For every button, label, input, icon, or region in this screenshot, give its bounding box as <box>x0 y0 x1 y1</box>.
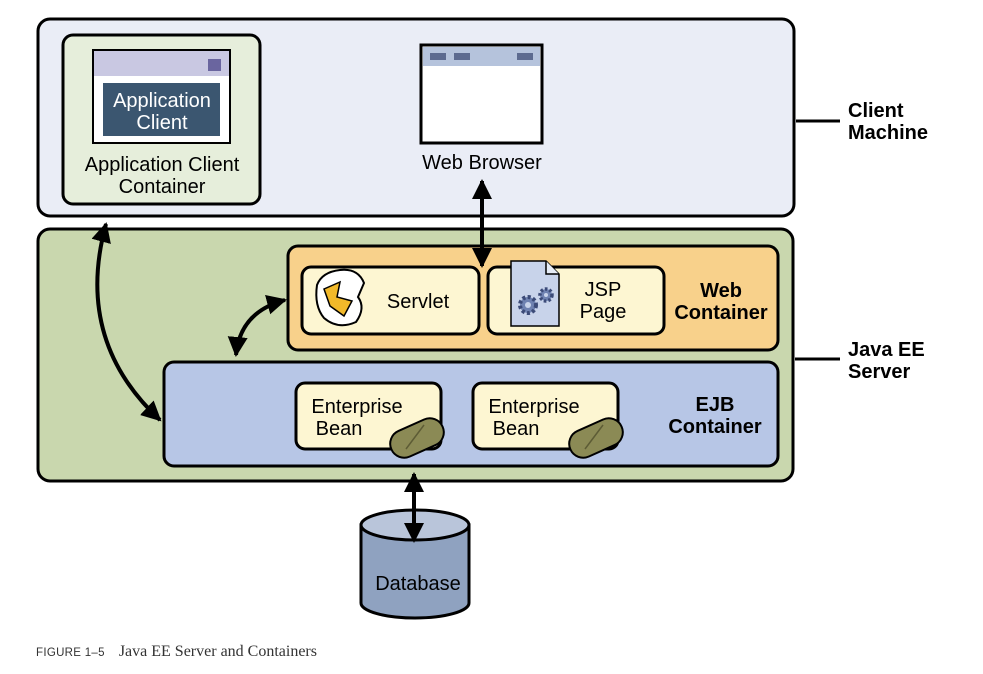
app-client-container-label-2: Container <box>119 176 206 198</box>
database-label: Database <box>375 573 461 595</box>
ejb-container-box <box>162 360 780 468</box>
ejb-container-label-1: EJB <box>696 394 735 416</box>
web-container-label-1: Web <box>700 280 742 302</box>
database-icon <box>359 508 471 620</box>
bean-plug-icon <box>389 417 445 459</box>
servlet-icon <box>315 268 366 327</box>
ejb-container-label-2: Container <box>668 416 762 438</box>
app-client-container-label-1: Application Client <box>85 154 240 176</box>
arrow-web-ejb <box>227 294 287 357</box>
arrow-appclient-ejb <box>91 222 162 422</box>
web-container-label-2: Container <box>674 302 768 324</box>
client-machine-label-2: Machine <box>848 122 928 144</box>
client-machine-label-1: Client <box>848 100 904 122</box>
app-client-label-2: Client <box>136 112 188 134</box>
figure-caption-text: Java EE Server and Containers <box>118 643 317 660</box>
jsp-label-2: Page <box>580 301 627 323</box>
enterprise-bean-1-label-2: Bean <box>316 418 363 440</box>
web-browser-label: Web Browser <box>422 152 542 174</box>
figure-caption: FIGURE 1–5 Java EE Server and Containers <box>36 643 317 661</box>
app-client-window-icon <box>92 49 231 144</box>
figure-number: FIGURE 1–5 <box>36 647 105 659</box>
enterprise-bean-1-label-1: Enterprise <box>311 396 402 418</box>
jsp-label-1: JSP <box>585 279 622 301</box>
enterprise-bean-2-label-1: Enterprise <box>488 396 579 418</box>
bean-plug-icon <box>568 417 624 459</box>
java-ee-server-label-2: Server <box>848 361 910 383</box>
jsp-page-icon <box>510 260 560 327</box>
enterprise-bean-2-label-2: Bean <box>493 418 540 440</box>
servlet-label: Servlet <box>387 291 450 313</box>
web-browser-window-icon <box>419 43 544 145</box>
java-ee-server-label-1: Java EE <box>848 339 925 361</box>
app-client-label-1: Application <box>113 90 211 112</box>
